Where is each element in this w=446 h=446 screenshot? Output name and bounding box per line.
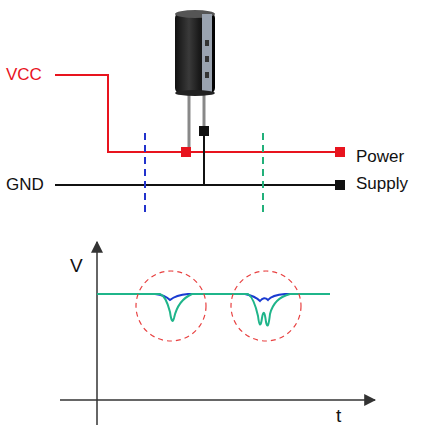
vcc-junction — [181, 147, 191, 157]
gnd-terminal — [335, 180, 345, 190]
terminal-label: Power Supply — [356, 143, 428, 197]
highlight-circle — [231, 271, 301, 341]
capacitor-symbol — [175, 10, 215, 152]
axis-label: t — [336, 405, 341, 428]
waveform-blue — [97, 294, 330, 301]
probe-line — [262, 133, 264, 217]
v-axis — [96, 242, 98, 425]
gnd-junction — [199, 126, 209, 136]
gnd-wire — [55, 184, 340, 186]
vcc-terminal — [335, 147, 345, 157]
axis-label: V — [70, 255, 83, 278]
gnd-branch — [203, 131, 205, 185]
vcc-wire — [55, 75, 340, 152]
probe-line — [144, 133, 146, 217]
t-axis — [60, 399, 375, 401]
signal-name: GND — [6, 175, 44, 195]
waveform-green — [97, 294, 330, 326]
highlight-circle — [136, 271, 206, 341]
signal-name: VCC — [6, 65, 42, 85]
